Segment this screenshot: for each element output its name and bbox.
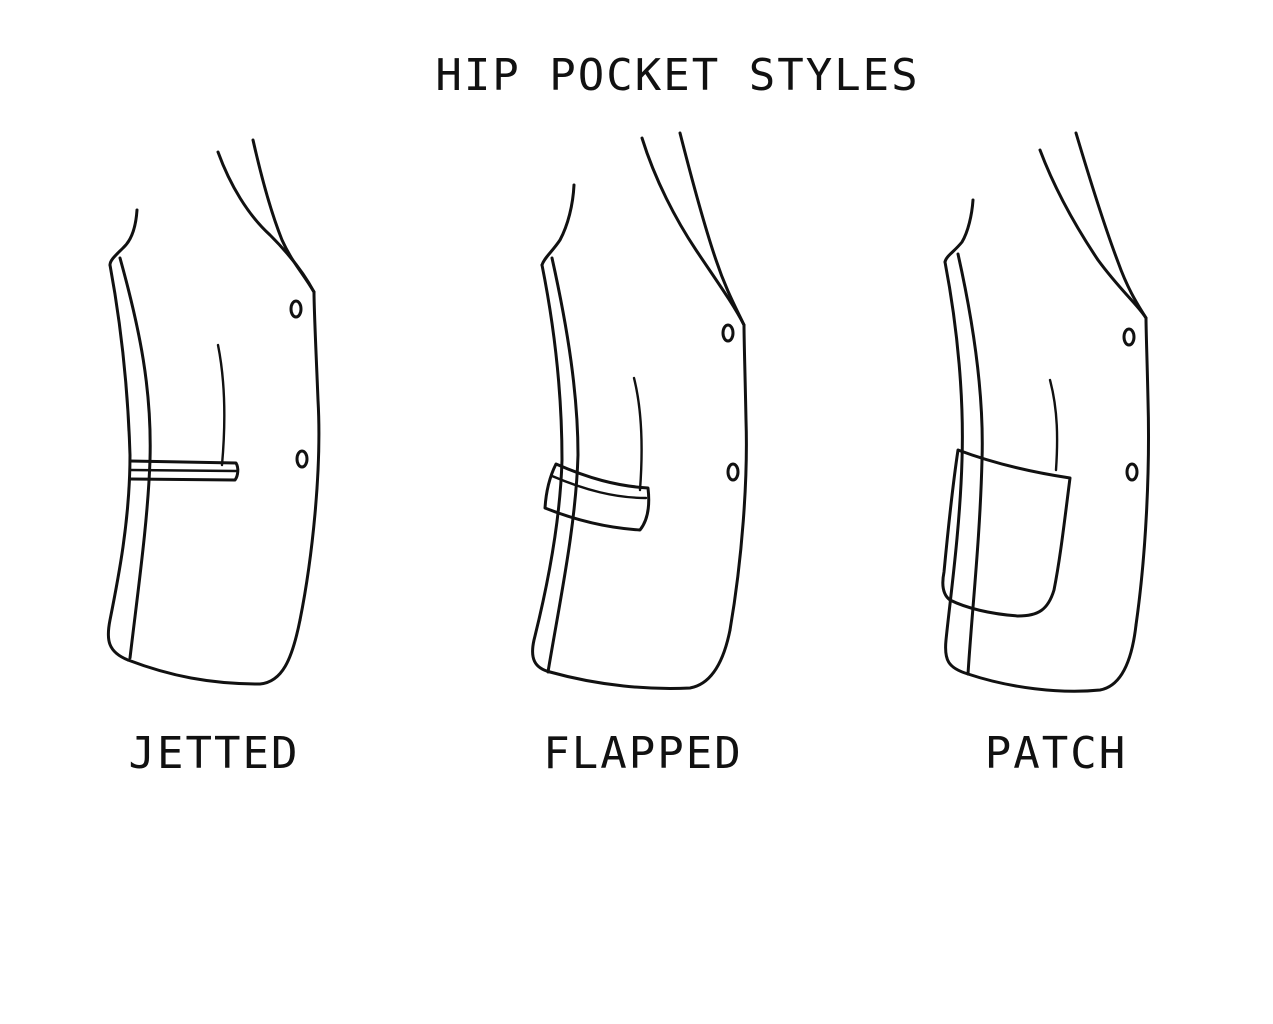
jetted-pocket-outline: [128, 459, 240, 482]
patch-back-seam: [943, 198, 975, 264]
patch-lapel-inner: [1074, 131, 1148, 320]
patch-pocket: [941, 448, 1072, 618]
patch-front-edge: [943, 260, 970, 676]
flapped-right-edge: [728, 323, 748, 632]
patch-facing-line: [956, 252, 984, 676]
jetted-dart: [216, 343, 226, 467]
flapped-hem: [548, 628, 732, 690]
patch-button-top: [1122, 327, 1136, 347]
flapped-facing-line: [546, 256, 580, 674]
patch-lapel-outer: [1038, 148, 1148, 320]
label-flapped: FLAPPED: [543, 728, 743, 779]
flapped-button-bottom: [726, 462, 740, 482]
patch-dart: [1048, 378, 1059, 472]
patch-hem: [966, 623, 1138, 693]
jetted-hem: [126, 618, 302, 686]
patch-button-bottom: [1125, 462, 1139, 482]
flapped-lapel-inner: [678, 131, 746, 327]
jetted-back-seam: [108, 208, 139, 267]
jetted-pocket-welt-line: [128, 468, 238, 473]
diagram-title: HIP POCKET STYLES: [435, 50, 920, 101]
flapped-dart: [632, 376, 643, 492]
flapped-back-seam: [540, 183, 576, 267]
jetted-facing-line: [118, 256, 152, 660]
jetted-right-edge: [298, 290, 321, 622]
flapped-button-top: [721, 323, 735, 343]
jetted-button-top: [289, 299, 303, 319]
jacket-jetted-drawing: [106, 138, 321, 686]
jacket-patch-drawing: [941, 131, 1150, 693]
flapped-lapel-outer: [640, 136, 746, 327]
jacket-flapped-drawing: [531, 131, 748, 690]
jetted-lapel-inner: [251, 138, 316, 294]
jetted-button-bottom: [295, 449, 309, 469]
label-jetted: JETTED: [128, 728, 300, 779]
patch-right-edge: [1134, 316, 1150, 627]
flapped-flap-fold-line: [550, 474, 648, 500]
jetted-front-edge: [106, 263, 132, 662]
label-patch: PATCH: [984, 728, 1128, 779]
flapped-pocket-flap: [543, 462, 651, 532]
